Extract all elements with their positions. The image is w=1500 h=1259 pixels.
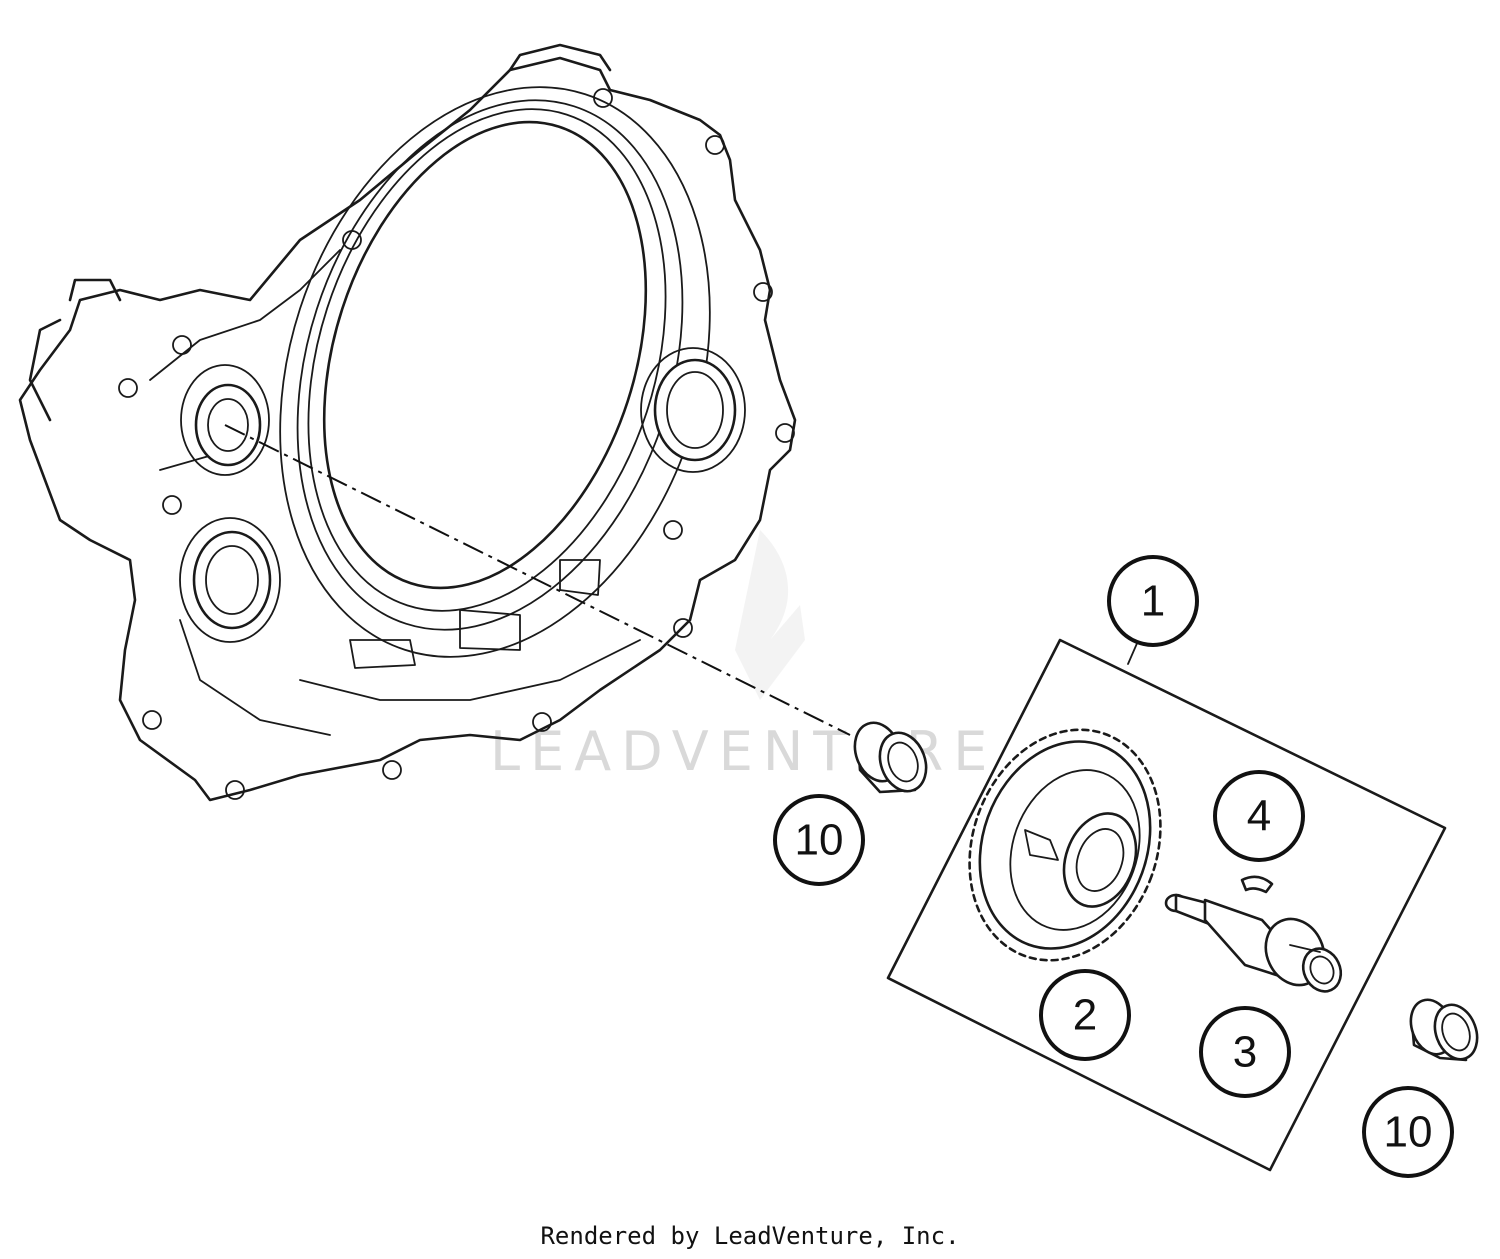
callout-10-right[interactable]: 10 (1362, 1086, 1454, 1178)
engine-cover (18, 43, 797, 802)
svg-text:1: 1 (1141, 577, 1165, 626)
callout-4[interactable]: 4 (1213, 770, 1305, 862)
alignment-axis-line (224, 424, 851, 736)
shaft (1164, 893, 1343, 993)
callout-1[interactable]: 1 (1107, 555, 1199, 647)
svg-text:10: 10 (1384, 1108, 1433, 1157)
callout-10-left[interactable]: 10 (773, 794, 865, 886)
svg-text:10: 10 (795, 816, 844, 865)
bushing-left (853, 721, 928, 794)
svg-text:3: 3 (1233, 1028, 1257, 1077)
kit-outline-box (886, 638, 1447, 1172)
woodruff-key (1240, 875, 1274, 894)
watermark-logo (735, 530, 805, 700)
svg-text:4: 4 (1247, 792, 1271, 841)
callout-2[interactable]: 2 (1039, 969, 1131, 1061)
gear (968, 728, 1162, 962)
callout-3[interactable]: 3 (1199, 1006, 1291, 1098)
render-credit: Rendered by LeadVenture, Inc. (540, 1222, 960, 1250)
svg-text:2: 2 (1073, 991, 1097, 1040)
bushing-right (1409, 998, 1479, 1062)
